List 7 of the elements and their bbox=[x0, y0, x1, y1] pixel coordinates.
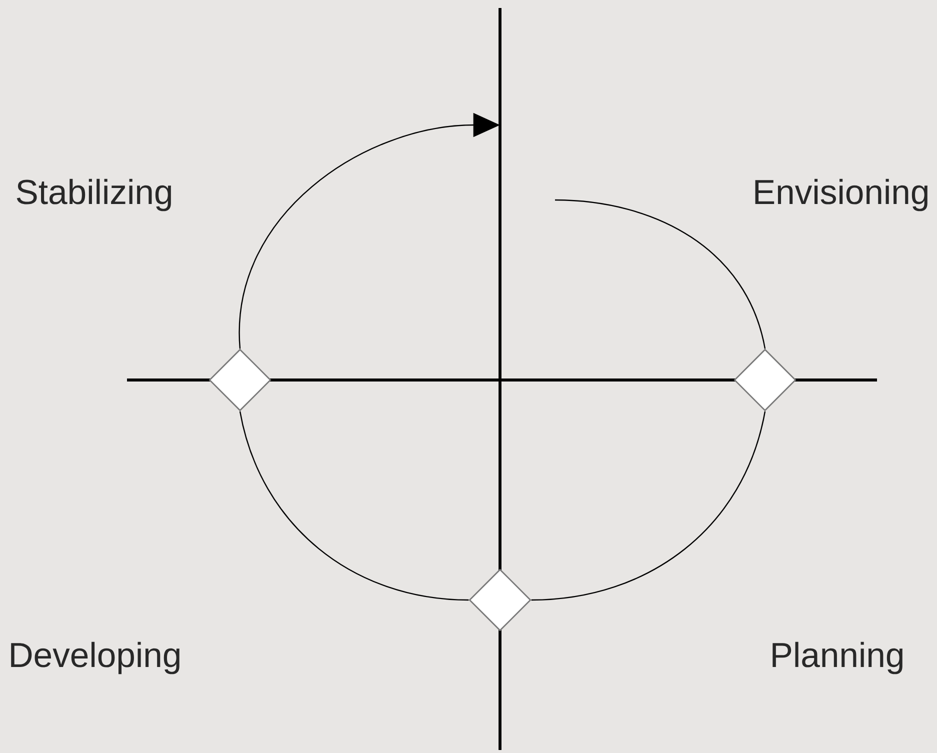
phase-label: Planning bbox=[772, 642, 902, 674]
phase-label: Developing bbox=[11, 642, 180, 674]
milestone-diamond bbox=[734, 348, 796, 412]
milestone-diamond bbox=[208, 348, 272, 412]
milestone-diamond bbox=[468, 568, 532, 632]
phase-label: Envisioning bbox=[755, 178, 928, 212]
phase-label: Stabilizing bbox=[16, 178, 172, 212]
